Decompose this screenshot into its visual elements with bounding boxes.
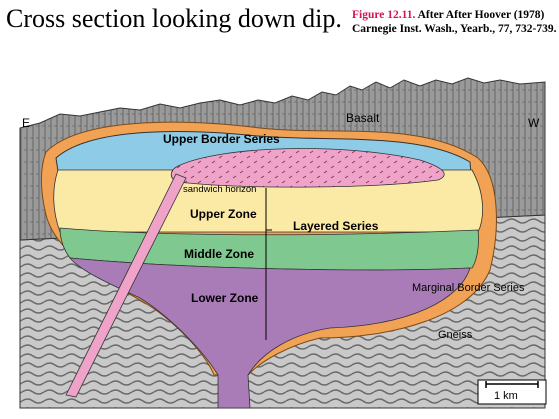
lower-zone-label: Lower Zone — [191, 291, 259, 305]
scale-bar — [477, 379, 547, 405]
figure-caption: Figure 12.11. After After Hoover (1978) … — [352, 8, 557, 36]
caption-text: After After Hoover (1978) Carnegie Inst.… — [352, 9, 557, 35]
lower-zone-body — [69, 257, 471, 409]
slide-title: Cross section looking down dip. — [6, 4, 342, 33]
compass-west-label: W — [528, 116, 540, 130]
basalt-label: Basalt — [346, 111, 380, 125]
figure-number: Figure 12.11. — [352, 9, 416, 21]
layered-series-label: Layered Series — [293, 219, 379, 233]
feeder-dike — [65, 173, 187, 398]
upper-zone-label: Upper Zone — [190, 207, 257, 221]
layered-series-bracket — [265, 188, 272, 340]
gneiss-label: Gneiss — [438, 329, 473, 341]
middle-zone-label: Middle Zone — [184, 247, 254, 261]
sandwich-horizon-label: sandwich horizon — [183, 184, 256, 195]
upper-border-series-label: Upper Border Series — [163, 132, 280, 146]
scale-bar-label: 1 km — [494, 390, 518, 402]
marginal-border-series-label: Marginal Border Series — [412, 282, 525, 294]
compass-east-label: E — [22, 116, 30, 130]
